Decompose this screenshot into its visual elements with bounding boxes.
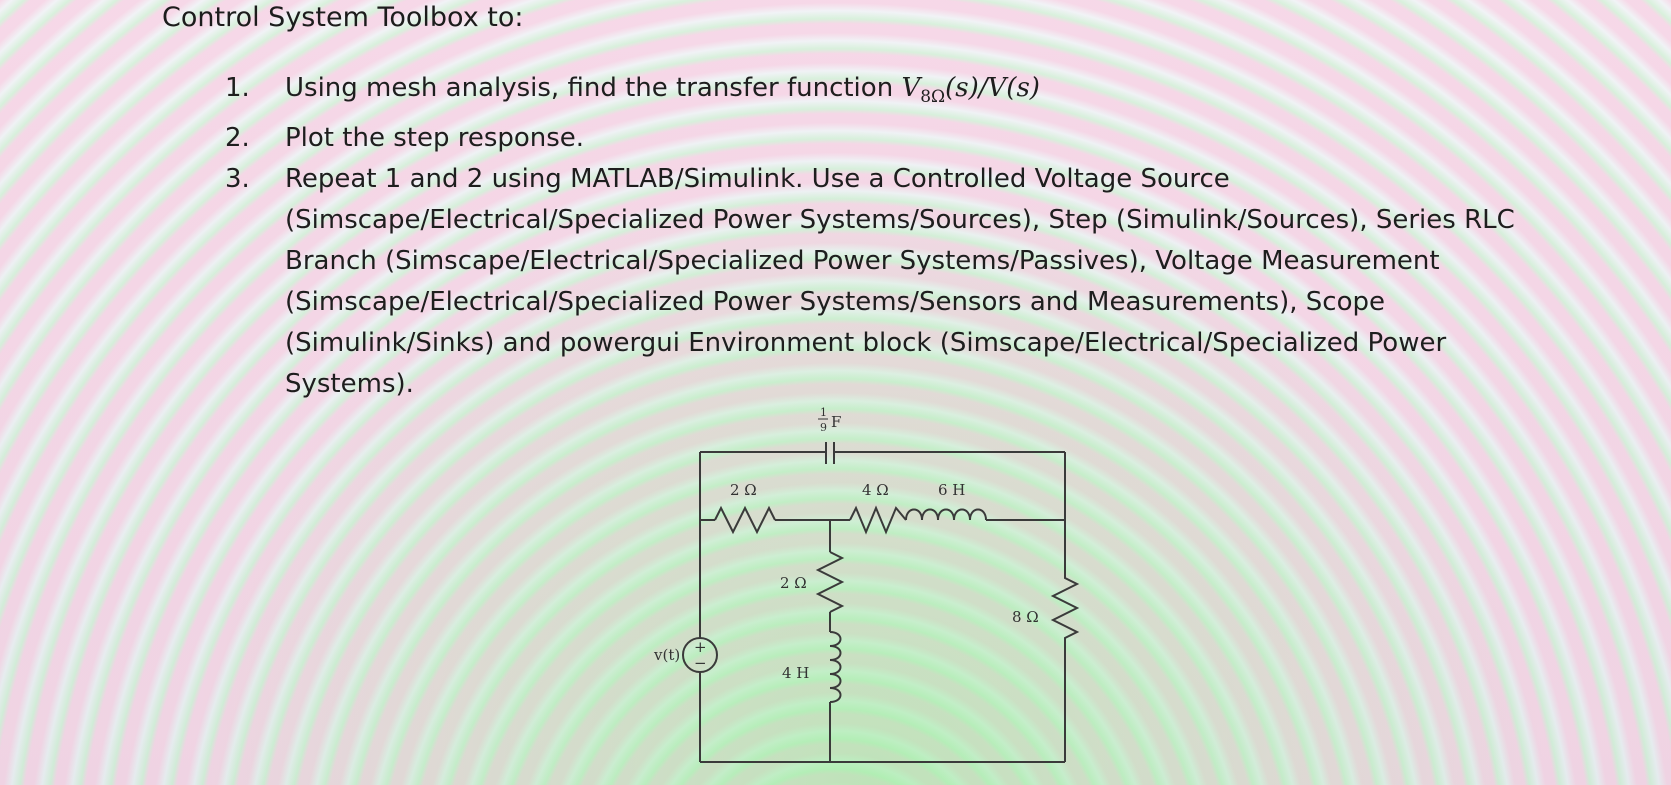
task-text: Repeat 1 and 2 using MATLAB/Simulink. Us… — [285, 164, 1515, 400]
cap-unit: F — [831, 413, 841, 431]
r2-label: 2 Ω — [780, 574, 807, 592]
resistor-2ohm-top-icon — [714, 505, 776, 535]
r-load-label: 8 Ω — [1012, 608, 1039, 626]
task-text: Plot the step response. — [285, 123, 585, 154]
resistor-2ohm-shunt-icon — [815, 551, 845, 613]
source-minus-sign: − — [694, 654, 707, 672]
r1-label: 2 Ω — [730, 481, 757, 499]
resistor-8ohm-icon — [1050, 520, 1080, 645]
inductor-4h-icon — [829, 631, 842, 703]
l-shunt-label: 4 H — [782, 664, 809, 682]
task-number: 1. — [225, 73, 250, 103]
transfer-function-math: V8Ω(s)/V(s) — [901, 73, 1040, 108]
task-item: 2. Plot the step response. — [225, 118, 1525, 159]
inductor-6h-icon — [905, 508, 987, 521]
resistor-4ohm-icon — [849, 505, 907, 535]
cap-denominator: 9 — [820, 421, 827, 434]
task-number: 2. — [225, 123, 250, 154]
l-series-label: 6 H — [938, 481, 965, 499]
capacitor-icon — [825, 442, 835, 464]
task-item: 3. Repeat 1 and 2 using MATLAB/Simulink.… — [225, 159, 1525, 405]
cap-numerator: 1 — [820, 406, 827, 419]
task-item: 1. Using mesh analysis, find the transfe… — [225, 68, 1525, 118]
voltage-source-icon — [682, 637, 718, 673]
task-text: Using mesh analysis, find the transfer f… — [285, 68, 1525, 118]
task-number: 3. — [225, 164, 250, 195]
circuit-diagram: + − v(t) 2 Ω 2 Ω 4 Ω 6 H 4 H 8 Ω 1 9 F — [653, 406, 1080, 763]
task-list: 1. Using mesh analysis, find the transfe… — [225, 68, 1525, 405]
source-plus-sign: + — [694, 638, 707, 656]
task-text-body: Using mesh analysis, find the transfer f… — [285, 73, 902, 103]
page-title: Control System Toolbox to: — [162, 2, 524, 33]
source-label: v(t) — [653, 646, 680, 664]
r3-label: 4 Ω — [862, 481, 889, 499]
